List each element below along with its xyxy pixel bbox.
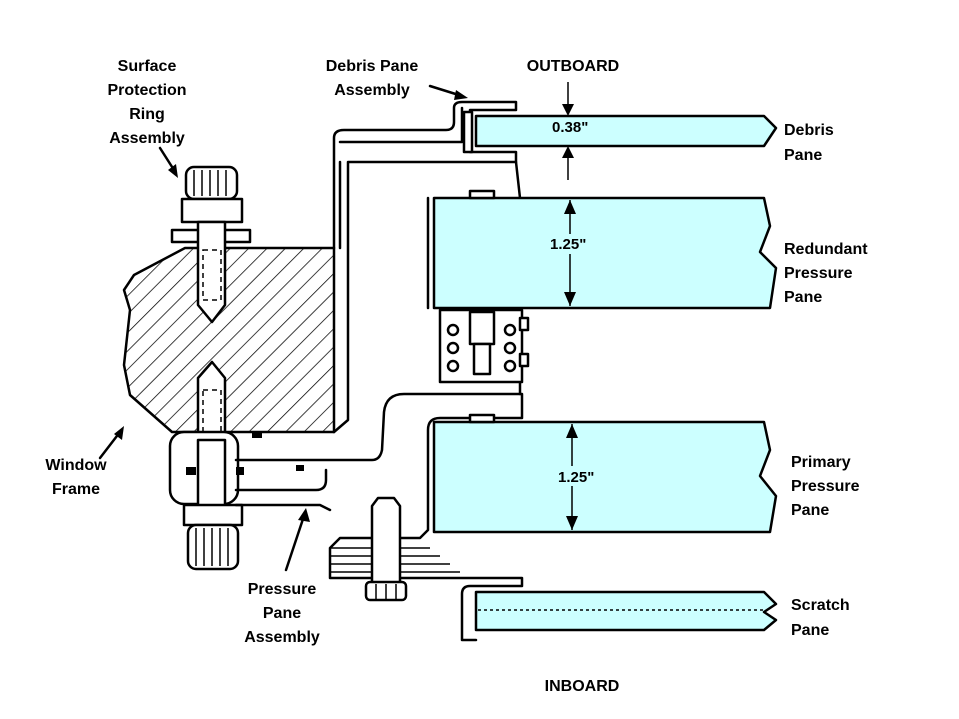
pressure-assembly-label-2: Pane [263, 605, 301, 622]
surface-ring-label-1: Surface [118, 58, 177, 75]
primary-pressure-pane [432, 413, 778, 534]
label-debris-pane: Debris Pane [784, 122, 834, 164]
surface-ring-label-2: Protection [107, 82, 186, 99]
debris-pane-label-1: Debris [784, 122, 834, 139]
label-pressure-assembly: Pressure Pane Assembly [244, 581, 320, 646]
label-primary-pane: Primary Pressure Pane [791, 454, 860, 519]
debris-assembly-label-1: Debris Pane [326, 58, 419, 75]
leader-arrows [98, 84, 468, 572]
window-frame-label-2: Frame [52, 481, 100, 498]
scratch-pane-label-1: Scratch [791, 597, 850, 614]
label-window-frame: Window Frame [45, 457, 107, 498]
primary-dimension: 1.25" [556, 424, 602, 530]
scratch-pane-label-2: Pane [791, 622, 829, 639]
redundant-dimension: 1.25" [548, 200, 594, 306]
debris-dimension: 0.38" [552, 82, 588, 180]
debris-thickness-label: 0.38" [552, 119, 588, 136]
primary-pane-label-2: Pressure [791, 478, 860, 495]
surface-ring-label-4: Assembly [109, 130, 185, 147]
debris-pane [474, 114, 778, 148]
label-redundant-pane: Redundant Pressure Pane [784, 241, 868, 306]
label-debris-assembly: Debris Pane Assembly [326, 58, 419, 99]
pressure-pane-assembly [234, 392, 524, 642]
label-surface-ring: Surface Protection Ring Assembly [107, 58, 186, 147]
surface-ring-label-3: Ring [129, 106, 165, 123]
window-frame-label-1: Window [45, 457, 107, 474]
redundant-pane-label-2: Pressure [784, 265, 853, 282]
surface-ring-bolt [170, 165, 252, 324]
primary-thickness-label: 1.25" [558, 469, 594, 486]
redundant-thickness-label: 1.25" [550, 236, 586, 253]
debris-assembly-label-2: Assembly [334, 82, 410, 99]
inboard-label: INBOARD [545, 678, 620, 695]
pressure-pane-bolt [168, 360, 244, 571]
window-frame [122, 246, 336, 434]
redundant-pane-label-1: Redundant [784, 241, 868, 258]
outboard-label: OUTBOARD [527, 58, 619, 75]
primary-pane-label-3: Pane [791, 502, 829, 519]
pressure-assembly-label-3: Assembly [244, 629, 320, 646]
scratch-pane [474, 590, 778, 632]
redundant-pressure-pane [426, 189, 778, 310]
label-scratch-pane: Scratch Pane [791, 597, 850, 639]
primary-pane-label-1: Primary [791, 454, 851, 471]
debris-pane-label-2: Pane [784, 147, 822, 164]
pressure-assembly-label-1: Pressure [248, 581, 317, 598]
redundant-pane-label-3: Pane [784, 289, 822, 306]
spacer-assembly [438, 308, 530, 384]
